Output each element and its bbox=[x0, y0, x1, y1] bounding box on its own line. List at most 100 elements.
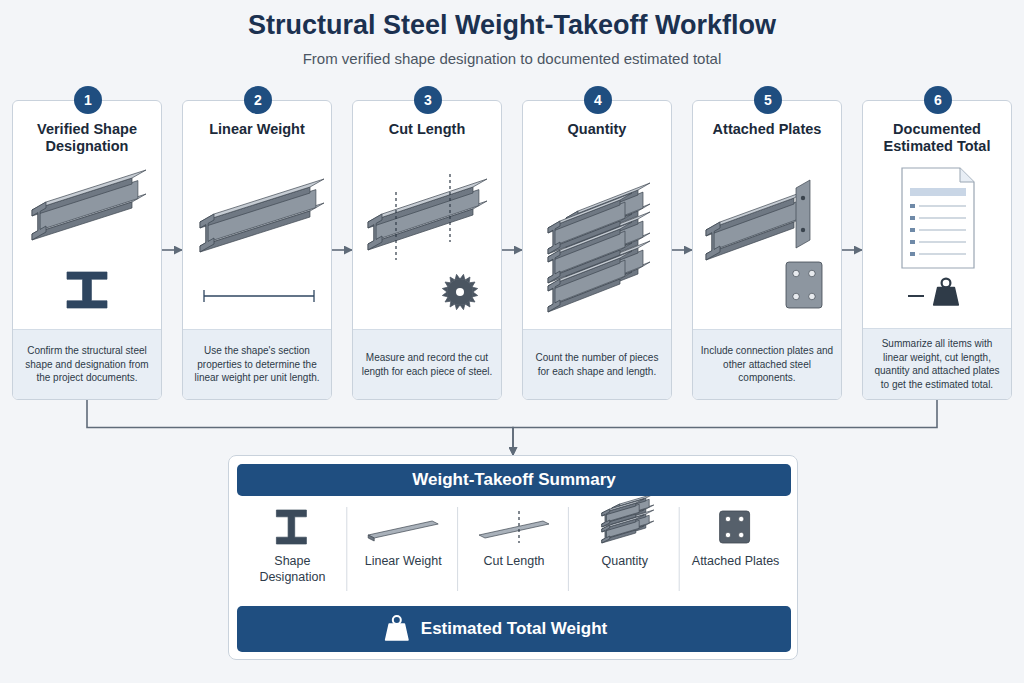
table-row-marker bbox=[910, 216, 915, 220]
beam-face bbox=[602, 503, 636, 516]
beam-face bbox=[548, 193, 632, 228]
beam-end-profile bbox=[548, 279, 560, 312]
card-background bbox=[862, 100, 1012, 400]
step-card: Attached PlatesInclude connection plates… bbox=[692, 100, 842, 400]
step-number: 6 bbox=[924, 86, 952, 114]
weight-icon-ring bbox=[942, 279, 951, 288]
summary-item-label: Attached Plates bbox=[688, 554, 784, 570]
beam-face bbox=[32, 170, 146, 210]
dimension-tick bbox=[203, 290, 204, 302]
step-description: Count the number of pieces for each shap… bbox=[523, 329, 671, 399]
beam-end-profile bbox=[368, 214, 382, 250]
beam-face bbox=[602, 514, 636, 527]
step-heading: Linear Weight bbox=[189, 121, 325, 138]
step-number-badge: 3 bbox=[414, 86, 442, 114]
summary-icons bbox=[276, 494, 749, 591]
summary-panel: Shape DesignationLinear WeightCut Length… bbox=[228, 455, 798, 660]
cut-line bbox=[518, 511, 519, 543]
saw-arbor bbox=[456, 288, 464, 296]
flow-connector bbox=[513, 400, 937, 455]
panel-background bbox=[228, 455, 798, 660]
table-row-line bbox=[919, 253, 966, 255]
bolt-hole bbox=[725, 516, 730, 521]
card-background bbox=[522, 100, 672, 400]
beam-face bbox=[548, 200, 620, 233]
beam-face bbox=[200, 187, 310, 228]
step-description: Use the shape's section properties to de… bbox=[183, 329, 331, 399]
table-row-line bbox=[919, 229, 966, 231]
beam-end-profile bbox=[200, 214, 214, 252]
bolt-hole bbox=[801, 196, 805, 200]
beam-end-profile bbox=[548, 221, 560, 254]
flow-connector bbox=[842, 249, 862, 251]
column-divider bbox=[568, 507, 569, 591]
bolt-hole bbox=[739, 532, 744, 537]
step-heading: Verified Shape Designation bbox=[19, 121, 155, 156]
bolt-hole bbox=[793, 293, 799, 299]
beam-face bbox=[32, 178, 132, 216]
step-number: 4 bbox=[584, 86, 612, 114]
step-description: Measure and record the cut length for ea… bbox=[353, 329, 501, 399]
beam-face bbox=[548, 279, 620, 312]
step-description: Summarize all items with linear weight, … bbox=[863, 328, 1011, 399]
summary-header-bar: Weight-Takeoff Summary bbox=[237, 464, 791, 496]
summary-item-label: Linear Weight bbox=[355, 554, 451, 570]
beam-face bbox=[706, 222, 794, 260]
bolt-hole bbox=[801, 228, 805, 232]
beam-face bbox=[706, 198, 794, 236]
column-divider bbox=[346, 507, 347, 591]
total-label: Estimated Total Weight bbox=[421, 606, 607, 652]
i-section-symbol bbox=[276, 510, 306, 544]
diagram-title: Structural Steel Weight-Takeoff Workflow bbox=[0, 10, 1024, 41]
total-bar-background bbox=[237, 606, 791, 652]
document-fold bbox=[960, 168, 974, 182]
step-heading: Attached Plates bbox=[699, 121, 835, 138]
beam-face bbox=[368, 179, 487, 222]
beam-end-profile bbox=[32, 202, 46, 240]
step-heading: Cut Length bbox=[359, 121, 495, 138]
step-heading: Quantity bbox=[529, 121, 665, 138]
beam-face bbox=[706, 190, 808, 230]
step-card: QuantityCount the number of pieces for e… bbox=[522, 100, 672, 400]
step-illustration bbox=[548, 183, 650, 312]
diagram-subtitle: From verified shape designation to docum… bbox=[0, 50, 1024, 67]
table-row-marker bbox=[910, 204, 915, 208]
step-number: 3 bbox=[414, 86, 442, 114]
beam-face bbox=[602, 530, 636, 543]
step-illustration bbox=[32, 170, 146, 308]
step-card: Linear WeightUse the shape's section pro… bbox=[182, 100, 332, 400]
cut-line bbox=[449, 174, 450, 242]
step-heading: Documented Estimated Total bbox=[869, 121, 1005, 156]
weight-icon bbox=[934, 287, 959, 305]
flow-connector bbox=[672, 249, 692, 251]
summary-item-label: Quantity bbox=[577, 554, 673, 570]
bolt-hole bbox=[725, 532, 730, 537]
column-divider bbox=[457, 507, 458, 591]
table-header bbox=[910, 188, 966, 196]
summary-item-label: Cut Length bbox=[466, 554, 562, 570]
step-number: 1 bbox=[74, 86, 102, 114]
connection-plate bbox=[786, 262, 822, 308]
step-number-badge: 4 bbox=[584, 86, 612, 114]
connection-plate bbox=[720, 511, 750, 543]
beam-end-profile bbox=[602, 509, 610, 527]
weight-icon bbox=[386, 624, 408, 640]
weight-icon-ring bbox=[393, 616, 401, 624]
beam-end-profile bbox=[548, 250, 560, 283]
cut-line bbox=[395, 192, 396, 260]
step-number-badge: 2 bbox=[244, 86, 272, 114]
flat-bar-end bbox=[368, 535, 374, 541]
bolt-hole bbox=[809, 293, 815, 299]
flow-connector bbox=[162, 249, 182, 251]
card-background bbox=[692, 100, 842, 400]
document-icon bbox=[902, 168, 974, 268]
bolt-hole bbox=[809, 270, 815, 276]
beam-face bbox=[200, 179, 324, 222]
step-card: Verified Shape DesignationConfirm the st… bbox=[12, 100, 162, 400]
beam-end-profile bbox=[602, 525, 610, 543]
step-illustration bbox=[368, 174, 487, 310]
step-number-badge: 6 bbox=[924, 86, 952, 114]
card-background bbox=[352, 100, 502, 400]
beam-face bbox=[368, 187, 473, 228]
